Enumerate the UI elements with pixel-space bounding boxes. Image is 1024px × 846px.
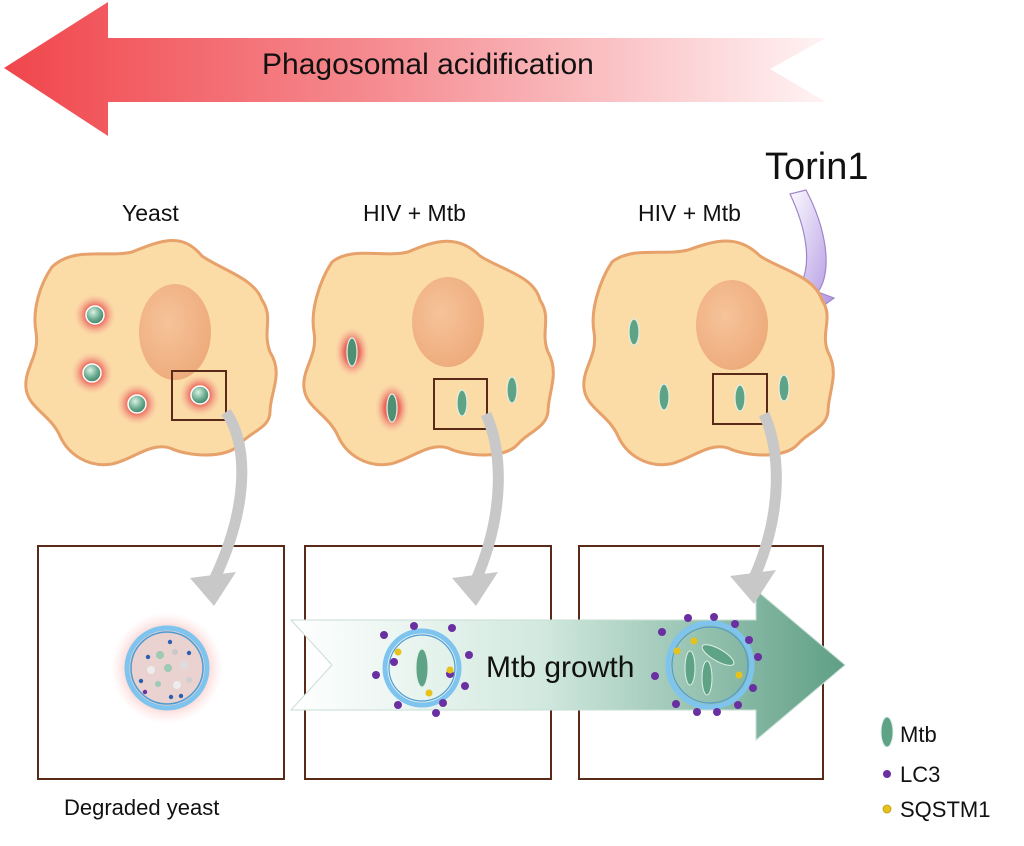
acidification-arrow — [4, 2, 826, 136]
zoom-region — [433, 378, 488, 430]
mtb-bacterium — [628, 318, 640, 346]
mtb-bacterium — [506, 376, 518, 404]
acidification-label: Phagosomal acidification — [262, 48, 594, 81]
macrophage-cell-yeast — [24, 239, 278, 467]
macrophage-cell-hiv-mtb — [302, 239, 555, 467]
degraded-yeast-label: Degraded yeast — [64, 795, 220, 820]
connector-arrow — [452, 411, 504, 606]
connector-arrow — [730, 411, 782, 604]
legend-label-sqstm1: SQSTM1 — [900, 797, 991, 822]
degraded-yeast-phagolysosome — [111, 612, 223, 724]
nucleus — [412, 277, 484, 367]
mtb-bacterium — [658, 383, 670, 411]
zoom-region — [712, 373, 768, 425]
lc3-puncta — [651, 613, 762, 716]
legend-mtb-symbol — [880, 716, 894, 748]
macrophage-cell-torin1 — [582, 239, 835, 467]
yeast-phagosome — [74, 294, 116, 336]
connector-arrow — [190, 408, 248, 606]
zoom-region — [171, 370, 227, 421]
sqstm1-puncta — [394, 648, 454, 697]
mtb-bacterium — [456, 389, 468, 417]
mtb-growth-label: Mtb growth — [486, 651, 635, 684]
nucleus — [696, 280, 768, 370]
mtb-bacterium — [734, 384, 746, 412]
column-label-yeast: Yeast — [122, 200, 179, 226]
mtb-autophagosome-torin1 — [651, 613, 762, 716]
legend-lc3-symbol — [883, 770, 891, 778]
legend-label-mtb: Mtb — [900, 722, 937, 747]
column-label-hiv-mtb-torin1: HIV + Mtb — [638, 200, 741, 226]
mtb-autophagosome-hiv — [372, 622, 473, 717]
legend-sqstm1-symbol — [882, 804, 892, 814]
yeast-phagosome — [179, 374, 221, 416]
acidified-mtb-phagosome — [375, 383, 409, 433]
torin1-label: Torin1 — [765, 146, 869, 188]
column-label-hiv-mtb: HIV + Mtb — [363, 200, 466, 226]
mtb-bacterium — [778, 374, 790, 402]
legend-label-lc3: LC3 — [900, 762, 941, 787]
sqstm1-puncta — [673, 637, 743, 679]
acidified-mtb-phagosome — [335, 327, 369, 377]
nucleus — [139, 284, 211, 380]
yeast-phagosome — [71, 352, 113, 394]
yeast-phagosome — [116, 383, 158, 425]
